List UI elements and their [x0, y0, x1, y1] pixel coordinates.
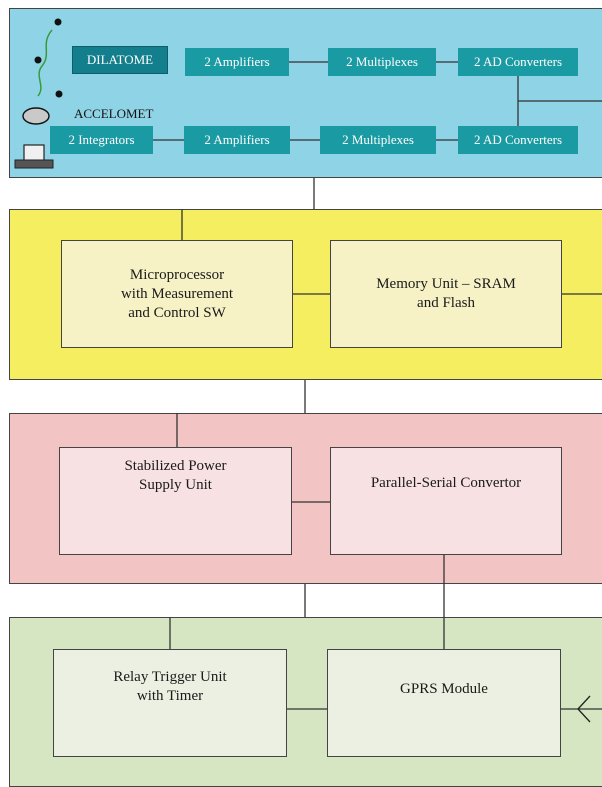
memory-line-1: Memory Unit – SRAM: [376, 276, 516, 292]
power-supply-box: Stabilized Power Supply Unit: [59, 447, 292, 555]
gprs-line-1: GPRS Module: [400, 681, 488, 697]
antenna-icon: [577, 695, 591, 723]
row1-multiplexes: 2 Multiplexes: [328, 48, 436, 76]
relay-line-2: with Timer: [136, 688, 204, 704]
microprocessor-line-3: and Control SW: [128, 304, 226, 321]
row1-ad-converters: 2 AD Converters: [458, 48, 578, 76]
dilatome-text: DILATOME: [86, 52, 154, 67]
gprs-module-box: GPRS Module: [327, 649, 561, 757]
microprocessor-box: Microprocessor with Measurement and Cont…: [61, 240, 293, 348]
row2-integrators: 2 Integrators: [50, 126, 153, 154]
dilatome-sensor-icon: [34, 18, 63, 98]
parallel-serial-convertor-box: Parallel-Serial Convertor: [330, 447, 562, 555]
row2-multiplexes: 2 Multiplexes: [320, 126, 436, 154]
dilatome-label: DILATOME: [72, 46, 168, 74]
accelometer-sensor-icon: [22, 107, 50, 125]
relay-trigger-box: Relay Trigger Unit with Timer: [53, 649, 287, 757]
accelomet-label: ACCELOMET: [74, 106, 154, 121]
computer-icon: [14, 144, 54, 169]
row2-amplifiers: 2 Amplifiers: [184, 126, 290, 154]
microprocessor-line-1: Microprocessor: [129, 266, 225, 283]
power-supply-line-1: Stabilized Power: [124, 458, 227, 474]
relay-line-1: Relay Trigger Unit: [113, 669, 227, 685]
memory-unit-box: Memory Unit – SRAM and Flash: [330, 240, 562, 348]
row1-amplifiers: 2 Amplifiers: [185, 48, 289, 76]
row2-ad-converters: 2 AD Converters: [458, 126, 578, 154]
memory-line-2: and Flash: [417, 295, 475, 311]
power-supply-line-2: Supply Unit: [139, 477, 212, 493]
convertor-line-1: Parallel-Serial Convertor: [370, 475, 522, 491]
microprocessor-line-2: with Measurement: [120, 285, 234, 302]
